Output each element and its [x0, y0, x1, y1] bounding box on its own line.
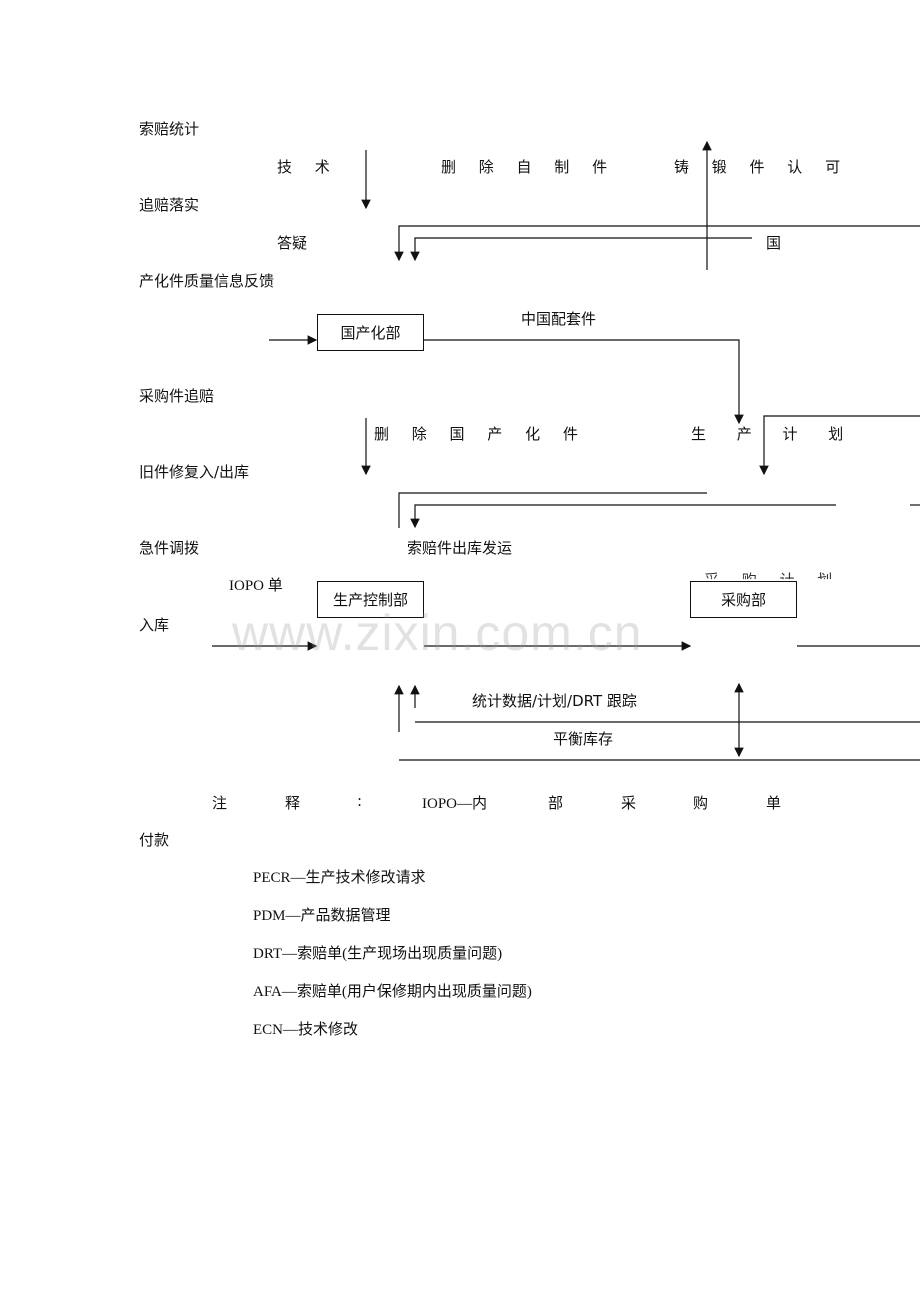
purchase-plan-partial-label: 采 购 计 划	[704, 571, 842, 589]
left-label-urgent-transfer: 急件调拨	[139, 539, 200, 557]
claim-inner-line	[410, 504, 836, 529]
notes-header-2: :	[357, 792, 363, 810]
china-parts-line	[424, 339, 744, 425]
left-label-payment: 付款	[139, 831, 170, 849]
note-item: AFA—索赔单(用户保修期内出现质量问题)	[253, 984, 532, 1000]
watermark: www.zixin.com.cn	[232, 605, 643, 661]
left-label-claim-stats: 索赔统计	[139, 120, 200, 138]
left-label-old-parts: 旧件修复入/出库	[139, 463, 250, 481]
claim-shipping-label: 索赔件出库发运	[407, 539, 513, 557]
guo-fragment-label: 国	[766, 234, 782, 252]
purchasing-dept-box: 采购部	[690, 581, 797, 618]
notes-header-0: 注	[212, 794, 228, 812]
note-item: PDM—产品数据管理	[253, 908, 391, 924]
delete-localized-label: 删 除 国 产 化 件	[374, 425, 587, 443]
localization-dept-box: 国产化部	[317, 314, 424, 351]
notes-header-6: 购	[693, 794, 709, 812]
plan-right-line	[759, 415, 920, 476]
left-label-quality-feedback: 产化件质量信息反馈	[139, 272, 275, 290]
production-plan-label: 生 产 计 划	[691, 425, 857, 443]
left-label-purchase-claim: 采购件追赔	[139, 387, 215, 405]
note-item: PECR—生产技术修改请求	[253, 870, 426, 886]
notes-header-5: 采	[621, 794, 637, 812]
notes-header-4: 部	[548, 794, 564, 812]
notes-header-7: 单	[766, 794, 782, 812]
tech-label: 技 术	[277, 158, 339, 176]
left-label-recovery: 追赔落实	[139, 196, 200, 214]
delete-self-made-label: 删 除 自 制 件	[441, 158, 617, 176]
iopo-order-label: IOPO 单	[229, 578, 283, 594]
answer-label: 答疑	[277, 234, 308, 252]
china-parts-label: 中国配套件	[521, 310, 597, 328]
notes-header-1: 释	[285, 794, 301, 812]
balance-inventory-label: 平衡库存	[553, 730, 614, 748]
note-item: DRT—索赔单(生产现场出现质量问题)	[253, 946, 503, 962]
answer-line-outer	[394, 225, 920, 262]
notes-header-3: IOPO—内	[422, 796, 488, 812]
casting-approval-label: 铸 锻 件 认 可	[674, 158, 850, 176]
production-control-dept-box: 生产控制部	[317, 581, 424, 618]
note-item: ECN—技术修改	[253, 1022, 359, 1038]
answer-line-inner	[410, 237, 752, 262]
claim-outer-line	[398, 492, 707, 528]
stats-tracking-label: 统计数据/计划/DRT 跟踪	[472, 692, 637, 710]
left-label-warehousing: 入库	[139, 616, 170, 634]
